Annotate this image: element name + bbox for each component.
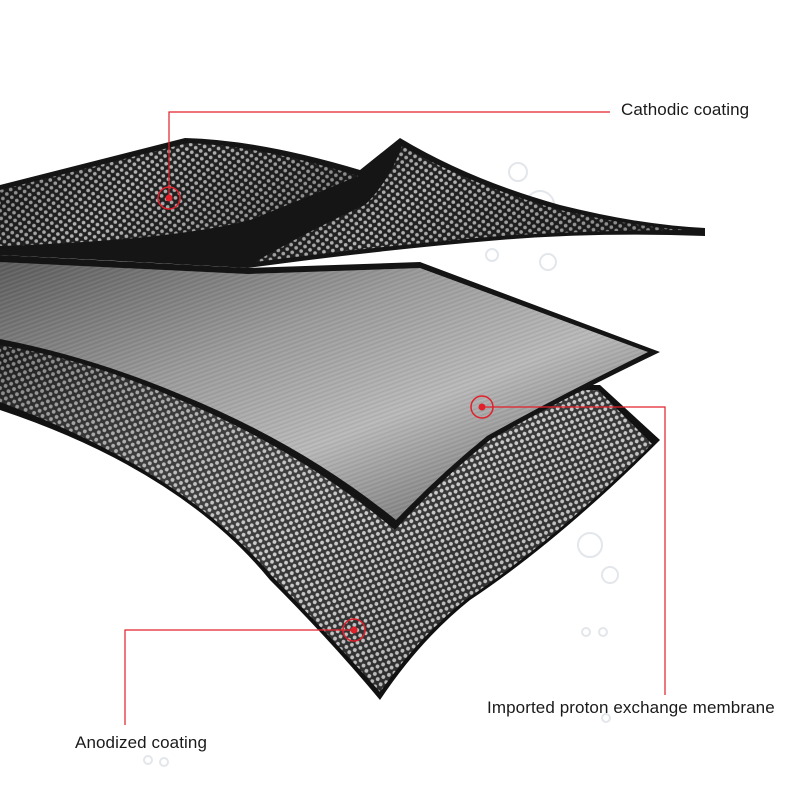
- label-cathodic-coating: Cathodic coating: [621, 100, 750, 119]
- marker-membrane: [470, 395, 494, 419]
- cathodic-layer: [0, 138, 705, 268]
- leader-line-cathodic: [168, 111, 610, 198]
- leader-line-anodized: [124, 629, 354, 725]
- leader-lines: [124, 111, 666, 725]
- membrane-layer: [0, 255, 660, 530]
- label-anodized-coating: Anodized coating: [75, 733, 208, 752]
- marker-anodized: [342, 618, 366, 642]
- markers: [157, 186, 494, 642]
- leader-line-membrane: [482, 406, 666, 695]
- marker-cathodic: [157, 186, 181, 210]
- label-proton-exchange-membrane: Imported proton exchange membrane: [487, 698, 775, 717]
